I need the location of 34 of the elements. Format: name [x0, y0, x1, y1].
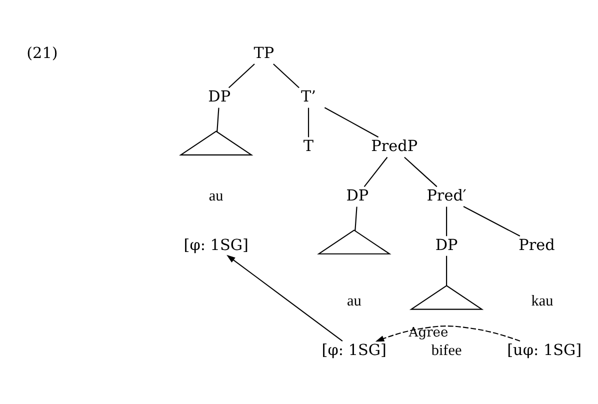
node-text: T: [303, 136, 314, 155]
connector: [446, 206, 448, 236]
node-text: au: [346, 292, 362, 309]
node-text: DP: [435, 236, 458, 254]
node-text: [uφ: 1SG]: [507, 340, 582, 358]
connector: [228, 63, 255, 88]
node-text: PredP: [371, 136, 418, 155]
connector: [324, 106, 379, 138]
connector: [308, 107, 310, 137]
node-text: kau: [531, 292, 554, 309]
edge-label: Agree: [408, 324, 448, 340]
connector: [364, 156, 388, 186]
node-triangle: [317, 229, 392, 254]
node-text: TP: [254, 44, 274, 62]
node-text: Pred: [518, 236, 555, 254]
connector: [273, 63, 300, 88]
connector: [463, 206, 520, 236]
node-text: bifee: [431, 341, 462, 358]
connector: [216, 107, 220, 132]
arrow: [226, 254, 343, 341]
connector: [354, 206, 358, 230]
node-text: Pred′: [426, 186, 466, 204]
node-text: T’: [301, 87, 316, 106]
node-triangle: [409, 284, 484, 310]
node-text: [φ: 1SG]: [322, 340, 387, 358]
node-text: [φ: 1SG]: [184, 236, 248, 254]
label: (21): [26, 44, 58, 62]
node-triangle: [179, 130, 254, 155]
connector: [446, 255, 448, 285]
node-text: DP: [346, 186, 369, 204]
node-text: au: [208, 187, 224, 204]
connector: [404, 156, 438, 187]
node-text: DP: [208, 87, 231, 106]
arrow: [375, 324, 520, 342]
